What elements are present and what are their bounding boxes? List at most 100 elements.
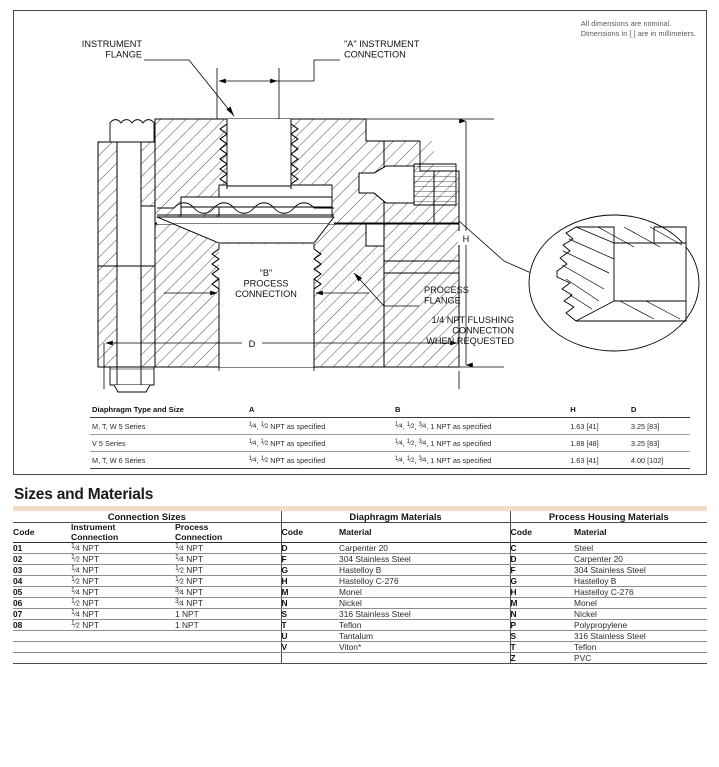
subheader-housing-code: Code [509,522,575,544]
housing-code-cell: S [509,630,575,643]
housing-code-cell: G [509,575,575,588]
dim-header-b: B [393,403,569,418]
subheader-instrument-line1: Instrument [71,522,116,532]
diaphragm-material-cell: Hastelloy B [339,564,511,577]
housing-material-cell: 316 Stainless Steel [574,630,708,643]
diaphragm-material-cell: 304 Stainless Steel [339,553,511,566]
connection-code-cell: 07 [13,608,71,621]
subheader-diaphragm-material: Material [339,522,511,544]
dim-cell-h: 1.88 [48] [568,434,629,452]
process-connection-cell: 1⁄4 NPT [175,542,282,555]
diaphragm-code-cell: N [280,597,340,610]
dim-header-h: H [568,403,629,418]
housing-material-cell: Steel [574,542,708,555]
group-header-diaphragm-materials: Diaphragm Materials [280,511,511,523]
dim-header-a: A [246,403,394,418]
diaphragm-code-cell: G [280,564,340,577]
diaphragm-code-cell: V [280,641,340,654]
dim-cell-b: 1⁄4, 1⁄2, 3⁄4, 1 NPT as specified [393,434,569,452]
connection-code-cell: 06 [13,597,71,610]
sizes-and-materials-section: Sizes and Materials Connection Sizes Dia… [13,486,708,665]
group-header-connection-sizes: Connection Sizes [13,511,282,523]
dim-cell-a: 1⁄4, 1⁄2 NPT as specified [246,434,394,452]
label-b-process-connection-line3: CONNECTION [235,289,297,299]
instrument-connection-cell: 1⁄4 NPT [71,542,175,555]
instrument-connection-cell: 1⁄2 NPT [71,553,175,566]
dim-cell-d: 3.25 [83] [628,417,690,435]
diaphragm-code-cell: U [280,630,340,643]
note-line-1: All dimensions are nominal. [580,19,672,28]
subheader-connection-code: Code [13,522,71,544]
dimension-label-h: H [463,234,470,244]
label-instrument-flange-line1: INSTRUMENT [82,39,143,49]
housing-material-cell: Carpenter 20 [574,553,708,566]
diaphragm-material-cell: Carpenter 20 [339,542,511,555]
dim-header-type: Diaphragm Type and Size [90,403,247,418]
technical-drawing-panel: All dimensions are nominal. Dimensions i… [13,10,707,475]
connection-code-cell [13,652,71,665]
instrument-connection-cell: 1⁄2 NPT [71,619,175,632]
note-line-2: Dimensions in [ ] are in millimeters. [580,29,696,39]
label-instrument-flange-line2: FLANGE [105,50,142,60]
housing-material-cell: Hastelloy C-276 [574,586,708,599]
connection-code-cell: 01 [13,542,71,555]
label-process-flange-line2: FLANGE [424,296,461,306]
process-connection-cell: 1⁄4 NPT [175,553,282,566]
housing-material-cell: PVC [574,652,708,665]
diaphragm-material-cell: 316 Stainless Steel [339,608,511,621]
label-process-flange-line1: PROCESS [424,285,469,295]
subheader-diaphragm-code: Code [280,522,340,544]
housing-material-cell: Hastelloy B [574,575,708,588]
process-connection-cell [175,652,282,665]
dimensions-table-header-row: Diaphragm Type and Size A B H D [90,403,690,418]
connection-code-cell: 08 [13,619,71,632]
process-connection-cell [175,630,282,643]
instrument-connection-cell: 1⁄4 NPT [71,608,175,621]
instrument-connection-cell: 1⁄2 NPT [71,575,175,588]
process-connection-cell: 1⁄2 NPT [175,575,282,588]
instrument-connection-cell: 1⁄4 NPT [71,564,175,577]
diaphragm-material-cell: Hastelloy C-276 [339,575,511,588]
connection-code-cell: 05 [13,586,71,599]
dimensions-table: Diaphragm Type and Size A B H D M, T, W … [90,403,690,469]
process-connection-cell [175,641,282,654]
diaphragm-seal-cross-section-drawing: INSTRUMENT FLANGE "A" INSTRUMENT CONNECT… [82,39,700,393]
connection-code-cell: 03 [13,564,71,577]
diaphragm-code-cell: T [280,619,340,632]
housing-material-cell: Monel [574,597,708,610]
label-flushing-connection-line3: WHEN REQUESTED [426,336,514,346]
dim-cell-d: 4.00 [102] [628,451,690,469]
housing-code-cell: T [509,641,575,654]
dim-cell-h: 1.63 [41] [568,417,629,435]
subheader-instrument-connection: Instrument Connection [71,522,175,544]
process-connection-cell: 1 NPT [175,608,282,621]
connection-code-cell [13,630,71,643]
label-a-instrument-connection-line2: CONNECTION [344,50,406,60]
instrument-connection-cell: 1⁄2 NPT [71,597,175,610]
dim-cell-type: V 5 Series [90,434,247,452]
housing-material-cell: 304 Stainless Steel [574,564,708,577]
diaphragm-material-cell: Nickel [339,597,511,610]
dim-cell-a: 1⁄4, 1⁄2 NPT as specified [246,451,394,469]
label-flushing-connection-line2: CONNECTION [452,326,514,336]
dim-cell-h: 1.63 [41] [568,451,629,469]
connection-code-cell [13,641,71,654]
housing-material-cell: Teflon [574,641,708,654]
connection-code-cell: 02 [13,553,71,566]
housing-code-cell: N [509,608,575,621]
dim-cell-type: M, T, W 6 Series [90,451,247,469]
diaphragm-code-cell: D [280,542,340,555]
